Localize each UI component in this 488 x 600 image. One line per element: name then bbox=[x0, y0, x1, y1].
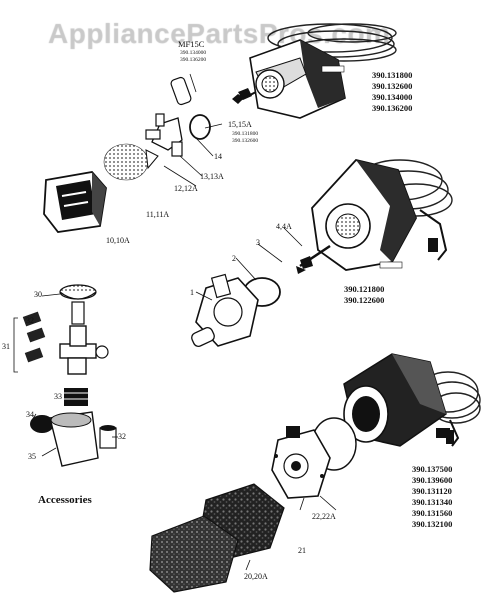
model-part-number: 390.134000 bbox=[180, 50, 207, 56]
callout-11: 11,11A bbox=[146, 210, 170, 219]
callout-12: 12,12A bbox=[174, 184, 198, 193]
foam-filters bbox=[149, 483, 285, 593]
callout-15-part: 390.131800 bbox=[232, 131, 259, 137]
callout-32: 32 bbox=[118, 432, 126, 441]
part-numbers-middle: 390.121800 390.122600 bbox=[344, 284, 384, 306]
model-part-number: 390.136200 bbox=[180, 57, 207, 63]
callout-4: 4,4A bbox=[276, 222, 292, 231]
part-number: 390.131800 bbox=[372, 70, 413, 80]
callout-13: 13,13A bbox=[200, 172, 224, 181]
model-label-mf15c: MF15C bbox=[178, 39, 205, 49]
part-number: 390.132600 bbox=[372, 81, 413, 91]
middle-pump-motor bbox=[296, 159, 453, 274]
callout-34: 34 bbox=[26, 410, 34, 419]
callout-35: 35 bbox=[28, 452, 36, 461]
part-number: 390.131560 bbox=[412, 508, 453, 518]
part-numbers-bottom: 390.137500 390.139600 390.131120 390.131… bbox=[412, 464, 452, 530]
strainer-screen bbox=[103, 143, 159, 181]
top-pump-motor bbox=[170, 23, 397, 119]
callout-3: 3 bbox=[256, 238, 260, 247]
callout-30: 30 bbox=[34, 290, 42, 299]
volute-and-oring bbox=[191, 273, 281, 347]
part-number: 390.136200 bbox=[372, 103, 413, 113]
part-number: 390.122600 bbox=[344, 295, 385, 305]
part-number: 390.139600 bbox=[412, 475, 453, 485]
accessories-heading: Accessories bbox=[38, 494, 92, 506]
callout-20: 20,20A bbox=[244, 572, 268, 581]
part-number: 390.132100 bbox=[412, 519, 453, 529]
accessories-fittings bbox=[13, 284, 117, 467]
callout-31: 31 bbox=[2, 342, 10, 351]
part-number: 390.131340 bbox=[412, 497, 453, 507]
prefilter-cover bbox=[43, 171, 107, 233]
callout-21: 21 bbox=[298, 546, 306, 555]
callout-2: 2 bbox=[232, 254, 236, 263]
callout-1: 1 bbox=[190, 288, 194, 297]
watermark: AppliancePartsPros.com bbox=[48, 18, 391, 49]
bottom-pump-motor bbox=[343, 353, 481, 447]
callout-22: 22,22A bbox=[312, 512, 336, 521]
diverter-valve bbox=[145, 113, 211, 157]
callout-33: 33 bbox=[54, 392, 62, 401]
part-numbers-top: 390.131800 390.132600 390.134000 390.136… bbox=[372, 70, 412, 114]
pump-head bbox=[271, 417, 357, 499]
part-number: 390.134000 bbox=[372, 92, 413, 102]
callout-10: 10,10A bbox=[106, 236, 130, 245]
callout-15-part: 390.132600 bbox=[232, 138, 259, 144]
leader-lines bbox=[31, 123, 337, 571]
callout-32-fittings: 32 bbox=[26, 316, 34, 325]
part-number: 390.131120 bbox=[412, 486, 452, 496]
part-number: 390.121800 bbox=[344, 284, 385, 294]
callout-14: 14 bbox=[214, 152, 222, 161]
part-number: 390.137500 bbox=[412, 464, 453, 474]
callout-15: 15,15A bbox=[228, 120, 252, 129]
